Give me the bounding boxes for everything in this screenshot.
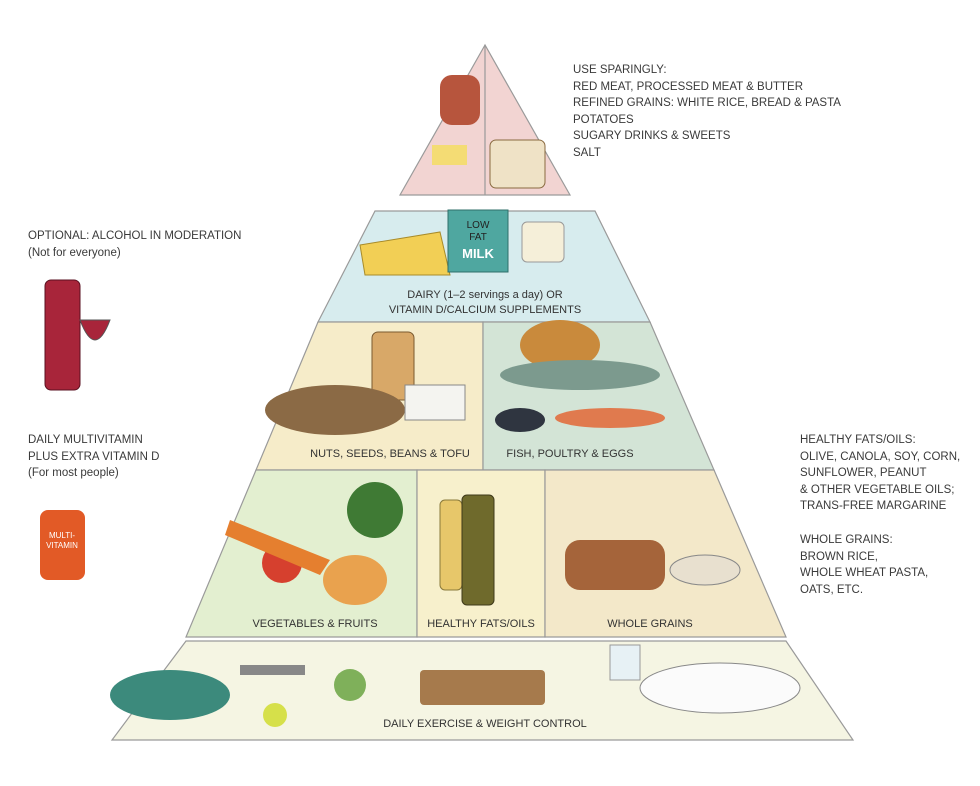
exercise-label: DAILY EXERCISE & WEIGHT CONTROL bbox=[383, 718, 587, 730]
note-line: RED MEAT, PROCESSED MEAT & BUTTER bbox=[573, 80, 804, 93]
note-line: SUNFLOWER, PEANUT bbox=[800, 467, 927, 479]
note-heading: USE SPARINGLY: bbox=[573, 64, 667, 76]
note-line: POTATOES bbox=[573, 113, 634, 126]
salmon-illustration bbox=[555, 408, 665, 428]
mussels-illustration bbox=[495, 408, 545, 432]
water-glass-illustration bbox=[609, 644, 641, 681]
vegetables-label: VEGETABLES & FRUITS bbox=[252, 618, 378, 630]
note-heading: HEALTHY FATS/OILS: bbox=[800, 434, 916, 446]
milk-carton-label: MILK bbox=[462, 246, 494, 261]
note-line: BROWN RICE, bbox=[800, 550, 878, 563]
cheese-illustration bbox=[359, 231, 451, 276]
nuts-pile bbox=[265, 385, 405, 435]
milk-carton-label: LOW bbox=[467, 220, 490, 231]
melon-illustration bbox=[323, 555, 387, 605]
broccoli-illustration bbox=[347, 482, 403, 538]
note-line: DAILY MULTIVITAMIN bbox=[28, 434, 143, 446]
carrots-illustration bbox=[225, 520, 330, 575]
note-line: SALT bbox=[573, 146, 601, 159]
vitamin-bottle-label: VITAMIN bbox=[46, 541, 78, 550]
vitamin-bottle-illustration bbox=[40, 510, 85, 580]
bread-loaf-illustration bbox=[565, 540, 665, 590]
alcohol-note: OPTIONAL: ALCOHOL IN MODERATION (Not for… bbox=[28, 228, 241, 261]
oil-bottle-illustration bbox=[439, 499, 463, 591]
oils-label: HEALTHY FATS/OILS bbox=[427, 618, 535, 630]
sneakers-illustration bbox=[110, 670, 230, 720]
wine-bottle-illustration bbox=[44, 279, 81, 391]
note-line: OLIVE, CANOLA, SOY, CORN, bbox=[800, 450, 961, 463]
wine-glass-illustration bbox=[79, 319, 111, 341]
butter-illustration bbox=[432, 145, 467, 165]
paddle-illustration bbox=[334, 669, 366, 701]
tennis-ball-illustration bbox=[263, 703, 287, 727]
scale-illustration bbox=[420, 670, 545, 705]
meat-illustration bbox=[440, 75, 480, 125]
dumbbell-illustration bbox=[240, 665, 305, 675]
fish-illustration bbox=[500, 360, 660, 390]
dairy-label: DAIRY (1–2 servings a day) OR VITAMIN D/… bbox=[380, 288, 590, 318]
olive-oil-bottle-illustration bbox=[461, 494, 495, 606]
note-line: (For most people) bbox=[28, 467, 119, 479]
nuts-label: NUTS, SEEDS, BEANS & TOFU bbox=[310, 448, 470, 460]
note-heading: OPTIONAL: ALCOHOL IN MODERATION bbox=[28, 230, 242, 242]
note-line: OATS, ETC. bbox=[800, 583, 864, 596]
chicken-illustration bbox=[520, 320, 600, 370]
whole-grains-note: WHOLE GRAINS: BROWN RICE, WHOLE WHEAT PA… bbox=[800, 532, 928, 598]
note-line: PLUS EXTRA VITAMIN D bbox=[28, 450, 160, 463]
fish-label: FISH, POULTRY & EGGS bbox=[506, 448, 634, 460]
tofu-illustration bbox=[404, 384, 466, 421]
food-illustrations: LOW FAT MILK MULTI- VITAMIN bbox=[40, 75, 801, 727]
dairy-label-line: VITAMIN D/CALCIUM SUPPLEMENTS bbox=[388, 304, 582, 316]
bread-illustration bbox=[489, 139, 546, 189]
note-line: & OTHER VEGETABLE OILS; bbox=[800, 483, 955, 496]
dairy-label-line: DAIRY (1–2 servings a day) OR bbox=[407, 289, 563, 301]
grains-label: WHOLE GRAINS bbox=[607, 618, 693, 630]
vitamin-bottle-label: MULTI- bbox=[49, 531, 75, 540]
milk-carton bbox=[447, 209, 509, 273]
note-line: (Not for everyone) bbox=[28, 246, 121, 259]
use-sparingly-note: USE SPARINGLY: RED MEAT, PROCESSED MEAT … bbox=[573, 62, 841, 161]
rice-bowl-illustration bbox=[669, 554, 741, 586]
note-line: TRANS-FREE MARGARINE bbox=[800, 500, 947, 512]
note-heading: WHOLE GRAINS: bbox=[800, 534, 893, 546]
plate-illustration bbox=[639, 662, 801, 714]
note-line: WHOLE WHEAT PASTA, bbox=[800, 567, 929, 579]
healthy-fats-note: HEALTHY FATS/OILS: OLIVE, CANOLA, SOY, C… bbox=[800, 432, 960, 515]
tier-grains bbox=[544, 469, 787, 638]
note-line: SUGARY DRINKS & SWEETS bbox=[573, 130, 731, 142]
vitamin-note: DAILY MULTIVITAMIN PLUS EXTRA VITAMIN D … bbox=[28, 432, 159, 482]
yogurt-illustration bbox=[521, 221, 565, 263]
milk-carton-label: FAT bbox=[469, 232, 487, 243]
note-line: REFINED GRAINS: WHITE RICE, BREAD & PAST… bbox=[573, 97, 841, 109]
